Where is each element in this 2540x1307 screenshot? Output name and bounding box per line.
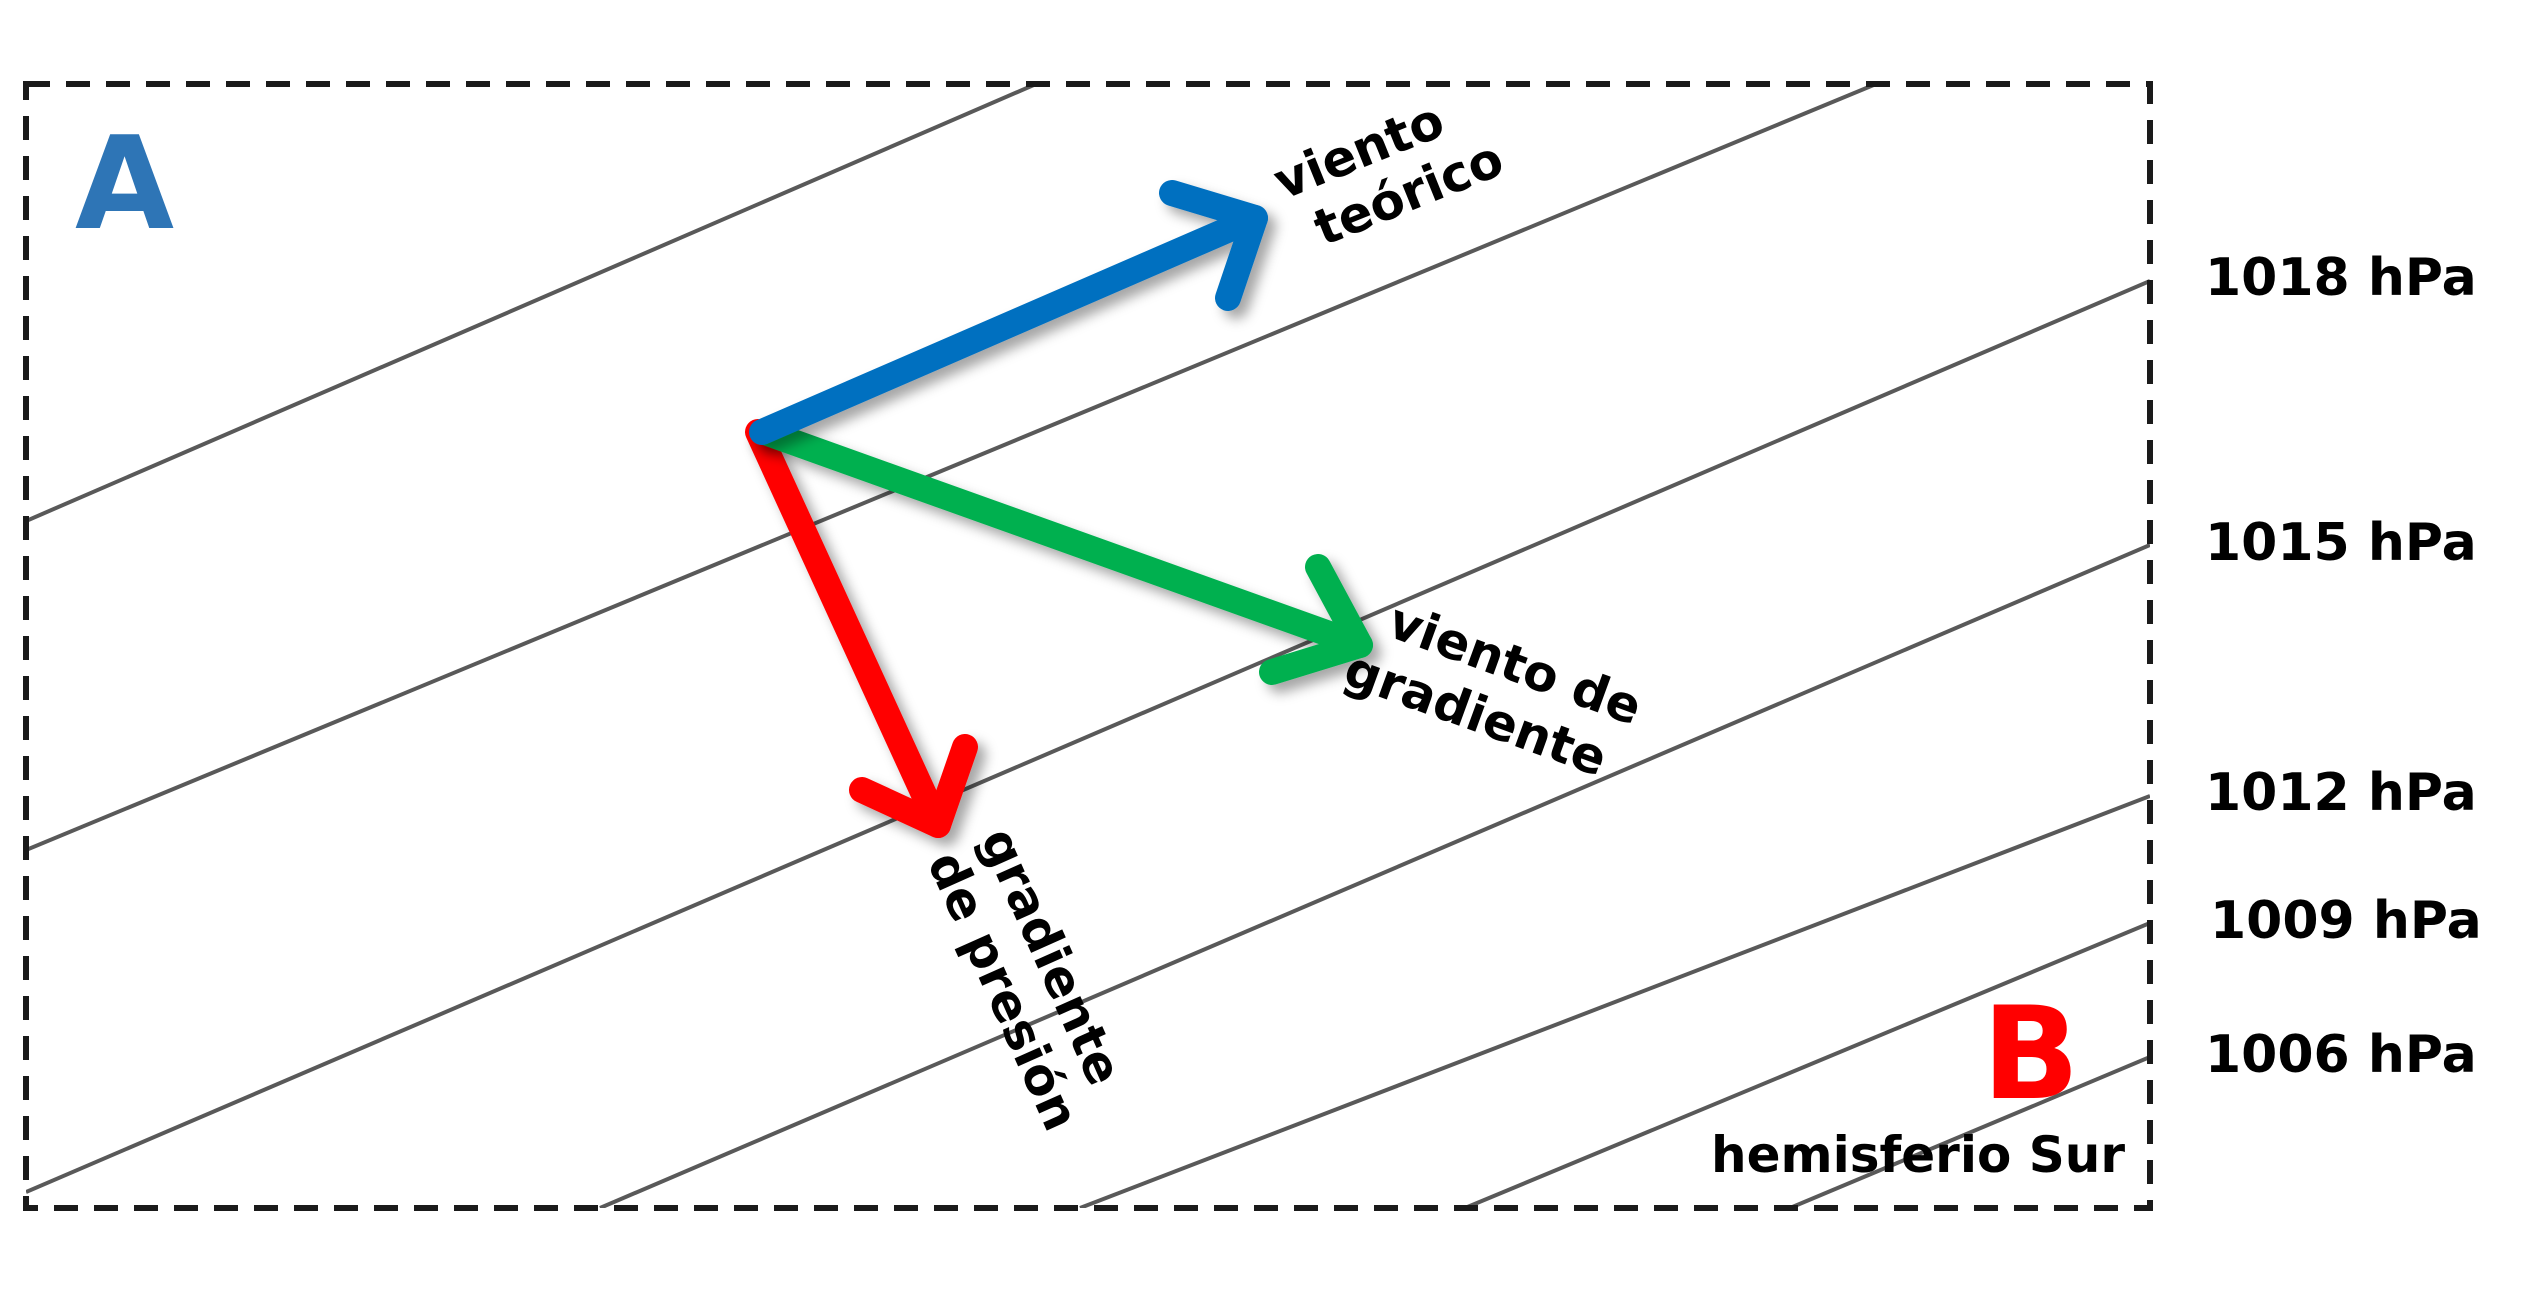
isobar-line — [1079, 794, 2150, 1208]
isobar-label: 1015 hPa — [2205, 513, 2477, 573]
isobar-lines — [26, 84, 2150, 1208]
isobar-label: 1009 hPa — [2210, 891, 2482, 951]
isobar-labels: 1018 hPa 1015 hPa 1012 hPa 1009 hPa 1006… — [2205, 248, 2482, 1085]
dashed-frame — [23, 81, 2153, 1211]
isobar-line — [26, 84, 1037, 523]
hemisphere-label: hemisferio Sur — [1711, 1126, 2125, 1184]
isobar-label: 1018 hPa — [2205, 248, 2477, 308]
gradient-wind-arrow — [752, 419, 1373, 685]
isobar-line — [26, 84, 1877, 852]
isobar-label: 1006 hPa — [2205, 1025, 2477, 1085]
high-pressure-label: A — [75, 110, 174, 259]
isobar-line — [26, 279, 2150, 1194]
isobar-line — [1464, 921, 2150, 1208]
gradient-wind-label: viento de gradiente — [1337, 592, 1650, 788]
theoretical-wind-label: viento teórico — [1266, 91, 1512, 258]
isobar-line — [1789, 1055, 2150, 1208]
pressure-gradient-label: gradiente de presión — [916, 819, 1134, 1139]
low-pressure-label: B — [1982, 980, 2080, 1129]
theoretical-wind-arrow — [749, 180, 1268, 445]
isobar-label: 1012 hPa — [2205, 763, 2477, 823]
pressure-gradient-arrow — [745, 419, 978, 838]
isobar-line — [599, 543, 2150, 1208]
